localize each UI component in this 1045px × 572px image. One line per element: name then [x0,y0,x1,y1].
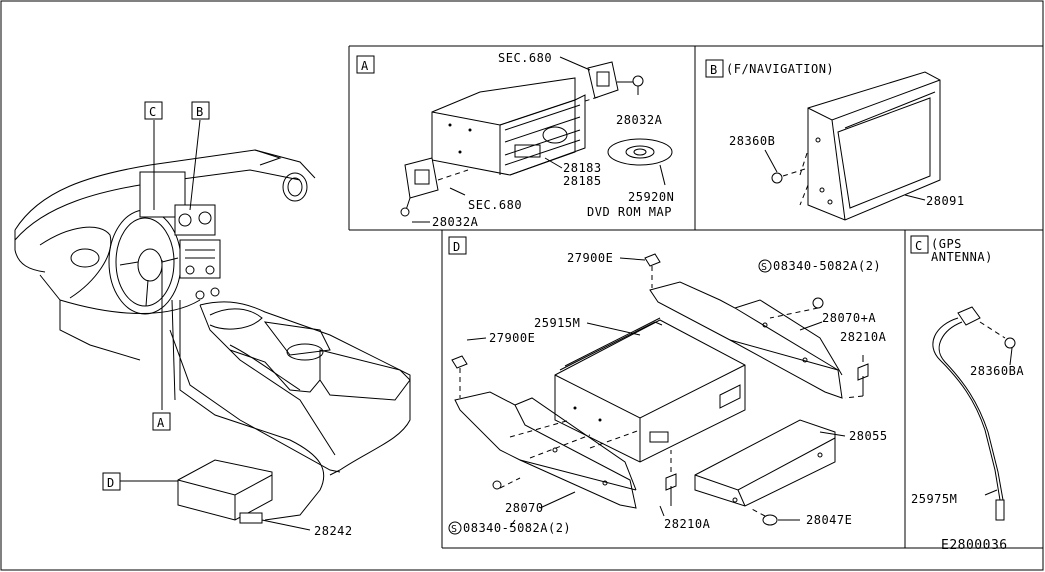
svg-text:C: C [915,239,923,253]
section-tag-a: A [356,55,375,74]
part-27900e-top: 27900E [567,251,613,265]
audio-unit [431,77,576,176]
overview-tag-a: A [152,412,171,431]
figure-id: E2800036 [941,538,1008,553]
part-25915m: 25915M [534,316,580,330]
part-28091: 28091 [926,194,965,208]
part-08340-5082a-bottom: 08340-5082A(2) [463,521,571,535]
part-28360b: 28360B [729,134,775,148]
dvd-disc-icon [607,138,673,166]
part-08340-5082a-top: 08340-5082A(2) [773,259,881,273]
s-mark-icon [758,259,772,273]
cover-28055 [694,419,836,507]
part-27900e-left: 27900E [489,331,535,345]
section-a-parts: SEC.680 28032A 28183 28185 25920N DVD RO… [400,51,674,229]
svg-text:(GPS: (GPS [931,237,962,251]
part-28032a-top: 28032A [616,113,663,127]
dashboard-overview [14,119,411,521]
s-mark-icon [448,521,462,535]
part-28070-a: 28070+A [822,311,876,325]
part-28183: 28183 [563,161,602,175]
part-25920n: 25920N [628,190,674,204]
part-sec680-top: SEC.680 [498,51,552,65]
part-28210a-right: 28210A [840,330,887,344]
panel-dividers [348,45,1043,549]
section-tag-d: D [448,236,467,255]
svg-text:B: B [196,105,204,119]
svg-text:C: C [149,105,157,119]
navigation-display [807,71,941,221]
svg-text:D: D [453,240,461,254]
section-tag-c: C (GPS ANTENNA) [910,235,993,264]
part-28185: 28185 [563,174,602,188]
section-b-parts: 28360B 28091 [729,71,965,221]
nav-unit-overview: 28242 [177,459,353,538]
svg-text:B: B [710,63,718,77]
part-28210a-bottom: 28210A [664,517,711,531]
bracket-28070 [454,391,637,509]
svg-text:D: D [107,476,115,490]
svg-text:(F/NAVIGATION): (F/NAVIGATION) [726,62,834,76]
part-25975m: 25975M [911,492,957,506]
part-sec680-bottom: SEC.680 [468,198,522,212]
section-tag-b: B (F/NAVIGATION) [705,59,834,78]
svg-text:A: A [157,416,165,430]
armrest [319,349,411,401]
section-d-parts: S S 27900E 08340-5082A(2) 25915M 27900E … [448,251,888,535]
gps-antenna [957,306,981,326]
svg-text:S: S [761,262,768,273]
antenna-cable [932,317,1001,501]
overview-tag-b: B [191,101,210,120]
overview-tag-d: D [102,472,178,491]
part-28047e: 28047E [806,513,852,527]
part-28360ba: 28360BA [970,364,1024,378]
svg-text:ANTENNA): ANTENNA) [931,250,993,264]
section-c-parts: 28360BA 25975M [911,306,1024,521]
part-28055: 28055 [849,429,888,443]
part-28070: 28070 [505,501,544,515]
bracket-28070-a [649,281,843,399]
svg-text:A: A [361,59,369,73]
part-28032a-bottom: 28032A [432,215,479,229]
part-28242: 28242 [314,524,353,538]
svg-text:S: S [451,524,458,535]
dvd-rom-map-label: DVD ROM MAP [587,205,672,219]
steering-wheel-icon [108,209,182,315]
overview-tag-c: C [144,101,163,120]
navigation-unit [554,319,746,463]
